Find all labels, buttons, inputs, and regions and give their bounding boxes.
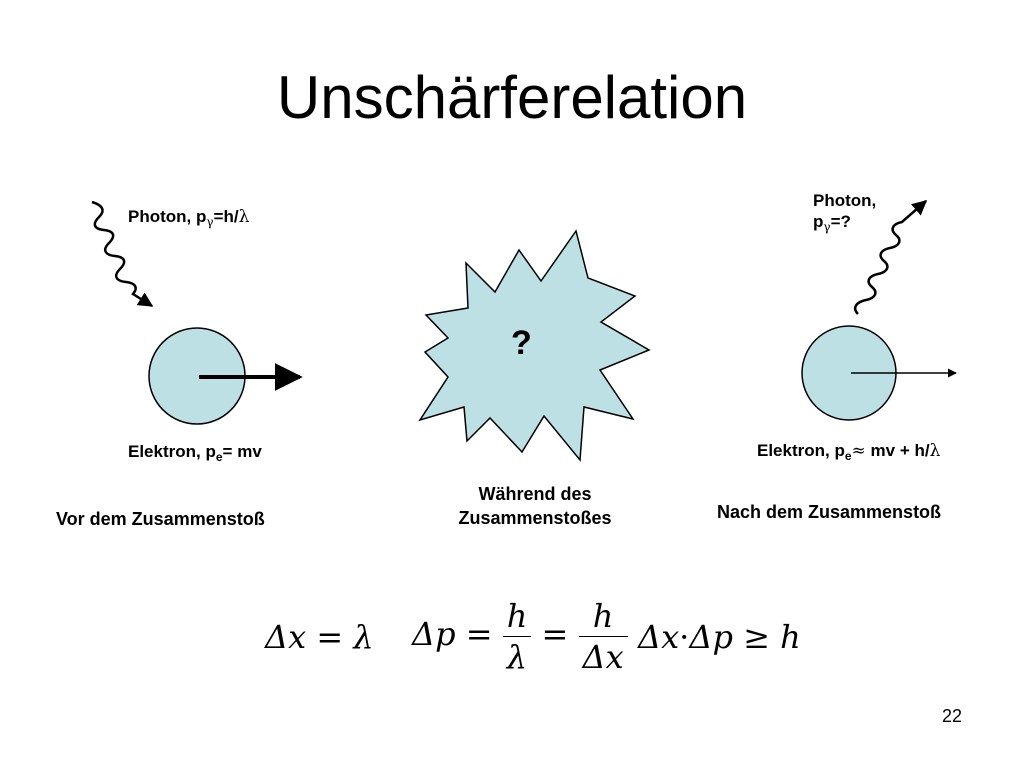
caption-during-line2: Zusammenstoßes [458,508,612,528]
equation-delta-p: Δp = h λ = h Δx [412,596,628,677]
caption-during-line1: Während des [478,484,592,504]
page-number: 22 [942,706,963,726]
fraction-h-over-lambda: h λ [502,596,532,677]
collision-burst [418,229,651,462]
outgoing-photon-wave [854,200,928,315]
equation-delta-x: Δx = λ [265,618,374,656]
caption-after: Nach dem Zusammenstoß [717,502,942,522]
burst-question-mark: ? [511,324,532,362]
equation-uncertainty: Δx·Δp ≥ h [638,618,801,656]
slide-title: Unschärferelation [276,64,748,131]
outgoing-photon-label: Photon, pγ=? [813,190,877,234]
electron-before-label: Elektron, pe= mv [128,442,262,464]
caption-before: Vor dem Zusammenstoß [56,509,265,529]
fraction-h-over-delta-x: h Δx [578,596,628,677]
electron-after-label: Elektron, pe≈ mv + h/λ [757,441,941,463]
incoming-photon-label: Photon, pγ=h/λ [128,207,250,229]
incoming-photon-wave [91,200,154,308]
outgoing-photon-label-line2: pγ=? [813,212,851,234]
caption-during: Während des Zusammenstoßes [400,482,670,530]
outgoing-photon-label-line1: Photon, [813,191,877,210]
